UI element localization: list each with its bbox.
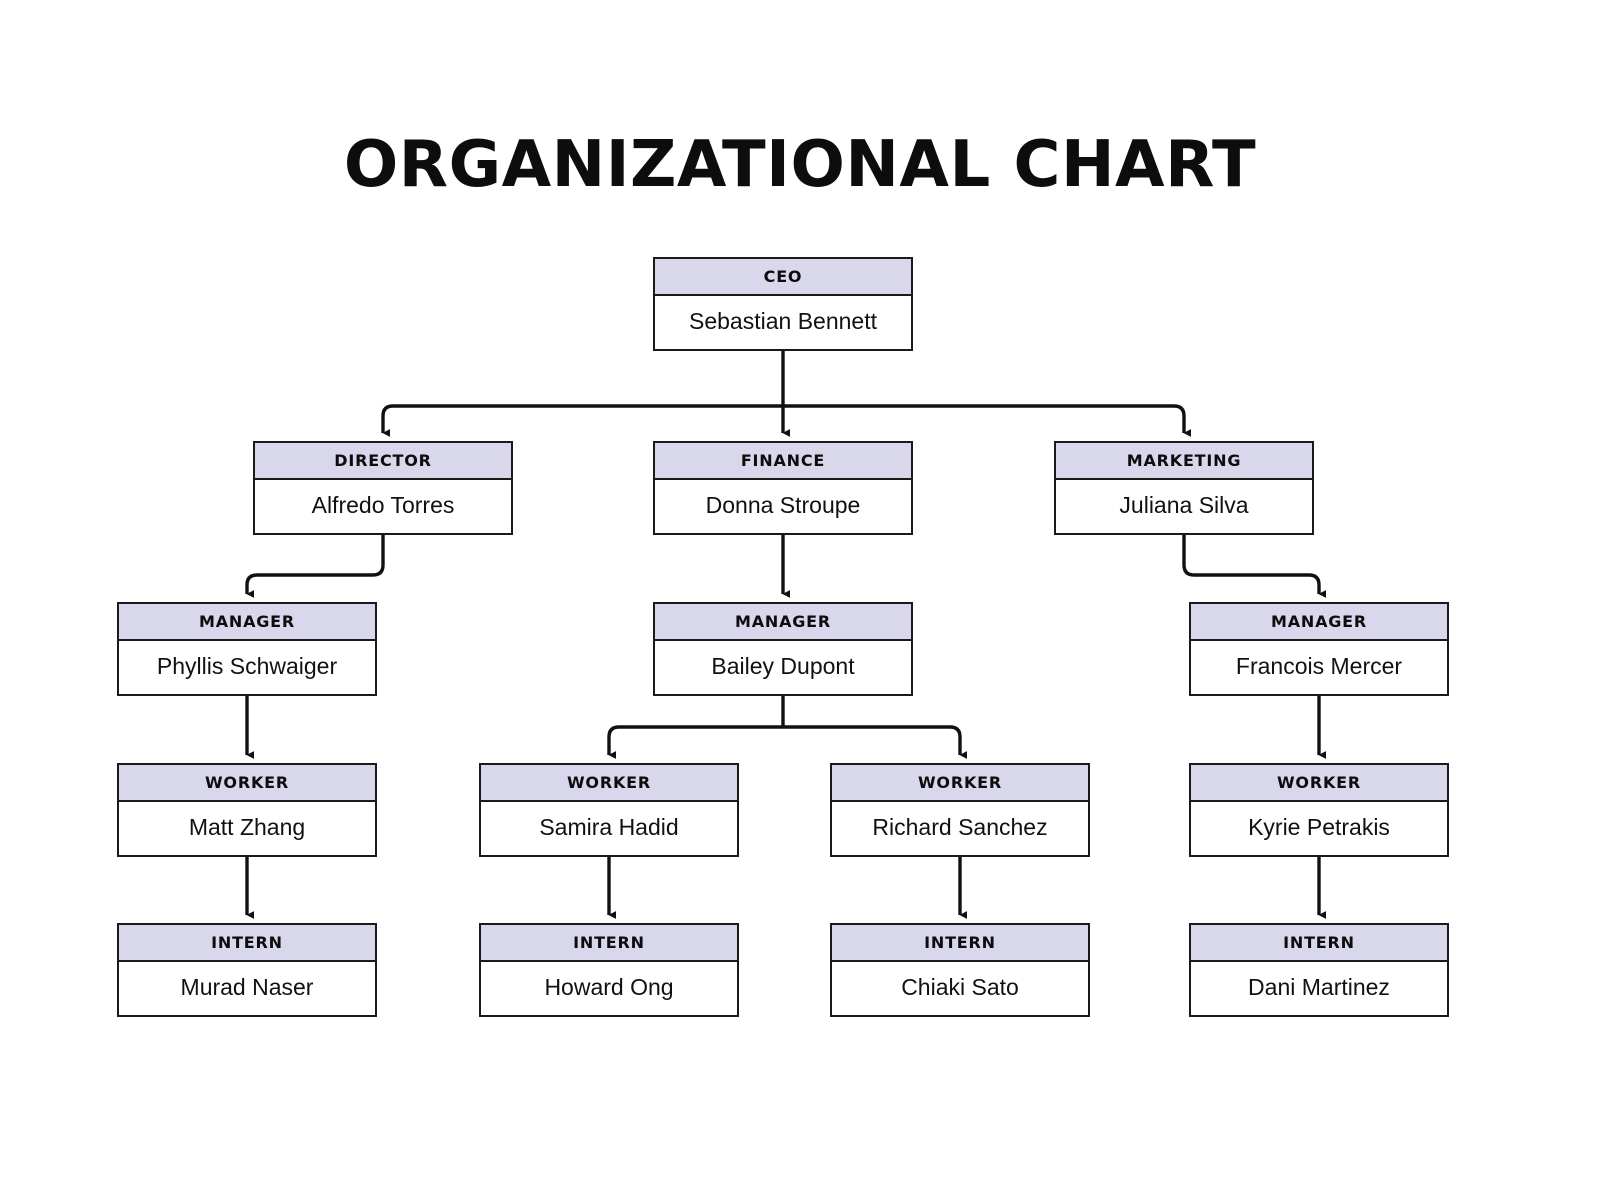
node-name: Sebastian Bennett: [655, 296, 911, 349]
node-intern-4[interactable]: INTERN Dani Martinez: [1189, 923, 1449, 1017]
node-name: Donna Stroupe: [655, 480, 911, 533]
node-name: Juliana Silva: [1056, 480, 1312, 533]
node-name: Alfredo Torres: [255, 480, 511, 533]
node-name: Samira Hadid: [481, 802, 737, 855]
page-title: ORGANIZATIONAL CHART: [343, 128, 1257, 202]
node-role: FINANCE: [655, 443, 911, 480]
node-marketing[interactable]: MARKETING Juliana Silva: [1054, 441, 1314, 535]
node-intern-3[interactable]: INTERN Chiaki Sato: [830, 923, 1090, 1017]
node-role: MANAGER: [119, 604, 375, 641]
node-worker-4[interactable]: WORKER Kyrie Petrakis: [1189, 763, 1449, 857]
node-role: MANAGER: [1191, 604, 1447, 641]
node-intern-1[interactable]: INTERN Murad Naser: [117, 923, 377, 1017]
node-worker-2[interactable]: WORKER Samira Hadid: [479, 763, 739, 857]
node-director[interactable]: DIRECTOR Alfredo Torres: [253, 441, 513, 535]
node-name: Phyllis Schwaiger: [119, 641, 375, 694]
node-manager-1[interactable]: MANAGER Phyllis Schwaiger: [117, 602, 377, 696]
node-name: Kyrie Petrakis: [1191, 802, 1447, 855]
node-role: WORKER: [481, 765, 737, 802]
edge-manager2-to-worker2: [607, 725, 783, 759]
node-role: INTERN: [1191, 925, 1447, 962]
node-name: Murad Naser: [119, 962, 375, 1015]
node-role: INTERN: [119, 925, 375, 962]
node-ceo[interactable]: CEO Sebastian Bennett: [653, 257, 913, 351]
node-role: WORKER: [832, 765, 1088, 802]
node-role: WORKER: [1191, 765, 1447, 802]
edge-ceo-to-marketing: [783, 404, 1191, 437]
node-manager-2[interactable]: MANAGER Bailey Dupont: [653, 602, 913, 696]
node-name: Matt Zhang: [119, 802, 375, 855]
node-name: Richard Sanchez: [832, 802, 1088, 855]
node-name: Dani Martinez: [1191, 962, 1447, 1015]
node-role: CEO: [655, 259, 911, 296]
node-name: Howard Ong: [481, 962, 737, 1015]
node-role: INTERN: [481, 925, 737, 962]
node-role: INTERN: [832, 925, 1088, 962]
edge-marketing-to-manager3: [1182, 535, 1326, 598]
node-role: WORKER: [119, 765, 375, 802]
node-manager-3[interactable]: MANAGER Francois Mercer: [1189, 602, 1449, 696]
node-worker-1[interactable]: WORKER Matt Zhang: [117, 763, 377, 857]
node-name: Bailey Dupont: [655, 641, 911, 694]
edge-director-to-manager1: [245, 535, 385, 598]
node-name: Chiaki Sato: [832, 962, 1088, 1015]
node-role: MANAGER: [655, 604, 911, 641]
node-worker-3[interactable]: WORKER Richard Sanchez: [830, 763, 1090, 857]
node-intern-2[interactable]: INTERN Howard Ong: [479, 923, 739, 1017]
node-role: DIRECTOR: [255, 443, 511, 480]
node-name: Francois Mercer: [1191, 641, 1447, 694]
edge-ceo-to-director: [381, 404, 783, 437]
node-finance[interactable]: FINANCE Donna Stroupe: [653, 441, 913, 535]
edge-manager2-to-worker3: [783, 725, 967, 759]
node-role: MARKETING: [1056, 443, 1312, 480]
